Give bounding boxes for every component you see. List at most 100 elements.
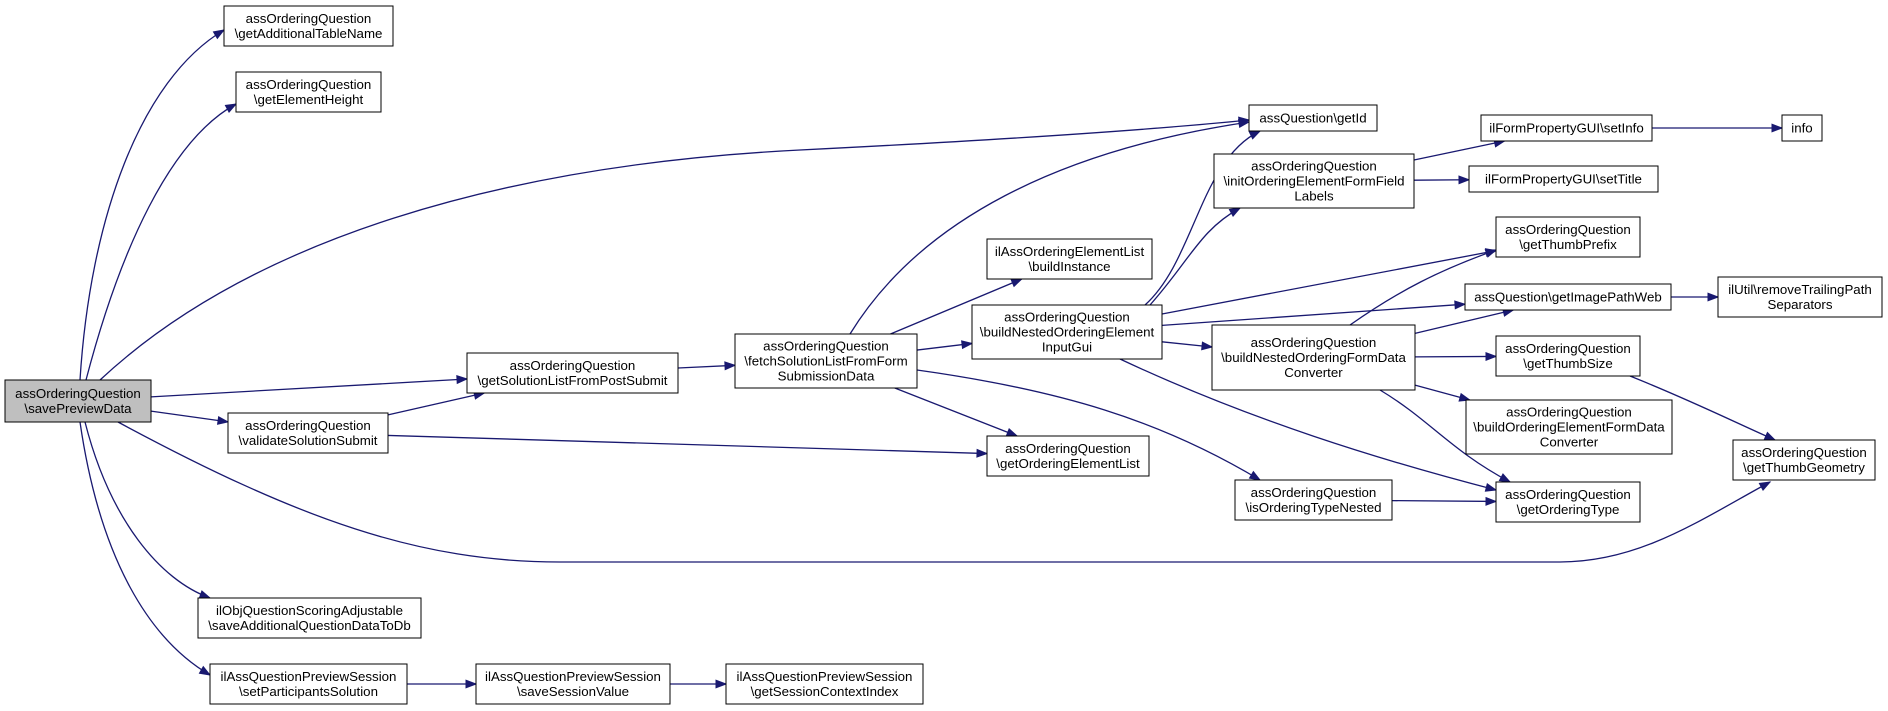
edge-save-preview-data-to-save-additional-question-data-to-db xyxy=(84,421,212,599)
node-label-line: Converter xyxy=(1540,435,1599,450)
node-get-solution-list-from-post-submit[interactable]: assOrderingQuestion\getSolutionListFromP… xyxy=(466,352,679,394)
node-set-participants-solution[interactable]: ilAssQuestionPreviewSession\setParticipa… xyxy=(209,663,408,705)
node-label-line: SubmissionData xyxy=(778,369,875,384)
node-label-line: assOrderingQuestion xyxy=(15,386,141,401)
edge-init-ordering-element-form-field-labels-to-set-title xyxy=(1413,175,1471,185)
edge-validate-solution-submit-to-get-ordering-element-list xyxy=(387,434,989,458)
edge-save-preview-data-to-get-element-height xyxy=(85,103,238,381)
node-get-image-path-web[interactable]: assQuestion\getImagePathWeb xyxy=(1464,283,1672,311)
edge-build-nested-ordering-form-data-converter-to-build-ordering-element-form-data-converter xyxy=(1414,384,1472,402)
edge-fetch-solution-list-from-form-submission-data-to-get-id xyxy=(849,119,1251,335)
node-label-line: InputGui xyxy=(1042,340,1092,355)
node-get-thumb-size[interactable]: assOrderingQuestion\getThumbSize xyxy=(1495,335,1641,377)
node-get-ordering-type[interactable]: assOrderingQuestion\getOrderingType xyxy=(1495,481,1641,523)
node-label-line: ilAssQuestionPreviewSession xyxy=(221,669,397,684)
node-label-line: \saveSessionValue xyxy=(517,684,629,699)
node-label-line: \buildOrderingElementFormData xyxy=(1473,420,1665,435)
node-save-session-value[interactable]: ilAssQuestionPreviewSession\saveSessionV… xyxy=(475,663,671,705)
node-get-element-height[interactable]: assOrderingQuestion\getElementHeight xyxy=(235,71,382,113)
node-label-line: info xyxy=(1791,121,1812,136)
node-label-line: \initOrderingElementFormField xyxy=(1223,174,1404,189)
node-label-line: \isOrderingTypeNested xyxy=(1246,500,1382,515)
node-info[interactable]: info xyxy=(1781,114,1823,142)
node-get-id[interactable]: assQuestion\getId xyxy=(1248,104,1378,132)
node-label-line: \validateSolutionSubmit xyxy=(239,433,378,448)
node-label-line: \getThumbGeometry xyxy=(1743,460,1865,475)
edge-validate-solution-submit-to-get-solution-list-from-post-submit xyxy=(387,390,486,416)
node-label-line: assOrderingQuestion xyxy=(510,358,636,373)
node-init-ordering-element-form-field-labels[interactable]: assOrderingQuestion\initOrderingElementF… xyxy=(1213,153,1415,209)
edge-build-nested-ordering-form-data-converter-to-get-image-path-web xyxy=(1414,308,1515,335)
node-label-line: assOrderingQuestion xyxy=(1505,341,1631,356)
node-label-line: Separators xyxy=(1767,297,1832,312)
node-is-ordering-type-nested[interactable]: assOrderingQuestion\isOrderingTypeNested xyxy=(1234,479,1393,521)
node-label-line: assOrderingQuestion xyxy=(1251,485,1377,500)
node-label-line: assOrderingQuestion xyxy=(763,339,889,354)
node-label-line: assOrderingQuestion xyxy=(1505,487,1631,502)
node-label-line: \getAdditionalTableName xyxy=(235,26,383,41)
node-set-info[interactable]: ilFormPropertyGUI\setInfo xyxy=(1480,114,1653,142)
node-label-line: assQuestion\getId xyxy=(1259,111,1366,126)
edge-get-image-path-web-to-remove-trailing-path-separators xyxy=(1671,292,1720,302)
node-build-ordering-element-form-data-converter[interactable]: assOrderingQuestion\buildOrderingElement… xyxy=(1465,399,1673,455)
edge-build-nested-ordering-element-input-gui-to-build-nested-ordering-form-data-converter xyxy=(1161,341,1214,351)
edge-save-preview-data-to-get-solution-list-from-post-submit xyxy=(150,375,469,398)
node-get-ordering-element-list[interactable]: assOrderingQuestion\getOrderingElementLi… xyxy=(986,435,1150,477)
node-label-line: Converter xyxy=(1284,365,1343,380)
node-label-line: assOrderingQuestion xyxy=(1505,222,1631,237)
edge-fetch-solution-list-from-form-submission-data-to-is-ordering-type-nested xyxy=(916,369,1262,481)
node-label-line: \saveAdditionalQuestionDataToDb xyxy=(208,618,411,633)
node-label-line: assOrderingQuestion xyxy=(1506,405,1632,420)
node-label-line: \getOrderingType xyxy=(1517,502,1620,517)
edge-is-ordering-type-nested-to-get-ordering-type xyxy=(1391,496,1498,506)
node-label-line: Labels xyxy=(1294,189,1334,204)
edge-build-nested-ordering-form-data-converter-to-get-thumb-size xyxy=(1414,351,1498,362)
node-save-preview-data[interactable]: assOrderingQuestion\savePreviewData xyxy=(4,379,152,423)
node-build-nested-ordering-element-input-gui[interactable]: assOrderingQuestion\buildNestedOrderingE… xyxy=(971,304,1163,360)
node-label-line: \fetchSolutionListFromForm xyxy=(744,354,907,369)
node-label-line: ilFormPropertyGUI\setTitle xyxy=(1485,172,1642,187)
node-build-instance[interactable]: ilAssOrderingElementList\buildInstance xyxy=(986,238,1153,280)
node-get-thumb-geometry[interactable]: assOrderingQuestion\getThumbGeometry xyxy=(1732,439,1876,481)
edge-save-preview-data-to-get-additional-table-name xyxy=(79,29,226,381)
edge-fetch-solution-list-from-form-submission-data-to-build-nested-ordering-element-input-gui xyxy=(916,340,974,351)
node-label-line: ilFormPropertyGUI\setInfo xyxy=(1489,121,1643,136)
node-get-session-context-index[interactable]: ilAssQuestionPreviewSession\getSessionCo… xyxy=(725,663,924,705)
edge-save-session-value-to-get-session-context-index xyxy=(670,679,728,689)
node-label-line: assOrderingQuestion xyxy=(246,11,372,26)
node-label-line: \setParticipantsSolution xyxy=(239,684,378,699)
node-label-line: assOrderingQuestion xyxy=(1005,441,1131,456)
edge-save-preview-data-to-get-thumb-geometry xyxy=(117,421,1772,563)
node-label-line: assOrderingQuestion xyxy=(1741,445,1867,460)
node-label-line: \getThumbPrefix xyxy=(1519,237,1617,252)
node-set-title[interactable]: ilFormPropertyGUI\setTitle xyxy=(1468,165,1659,193)
node-label-line: ilAssQuestionPreviewSession xyxy=(485,669,661,684)
node-build-nested-ordering-form-data-converter[interactable]: assOrderingQuestion\buildNestedOrderingF… xyxy=(1211,324,1416,391)
node-label-line: \buildNestedOrderingElement xyxy=(980,325,1155,340)
node-save-additional-question-data-to-db[interactable]: ilObjQuestionScoringAdjustable\saveAddit… xyxy=(197,597,422,639)
node-label-line: ilAssOrderingElementList xyxy=(995,244,1145,259)
edge-build-nested-ordering-form-data-converter-to-get-thumb-prefix xyxy=(1349,249,1498,326)
edge-set-info-to-info xyxy=(1652,123,1784,133)
node-label-line: \getThumbSize xyxy=(1523,356,1612,371)
node-label-line: \getElementHeight xyxy=(254,92,364,107)
edge-get-solution-list-from-post-submit-to-fetch-solution-list-from-form-submission-data xyxy=(677,361,737,371)
edge-set-participants-solution-to-save-session-value xyxy=(407,679,478,689)
node-label-line: assOrderingQuestion xyxy=(246,77,372,92)
node-label-line: ilUtil\removeTrailingPath xyxy=(1728,282,1872,297)
edge-init-ordering-element-form-field-labels-to-set-info xyxy=(1413,138,1506,161)
node-label-line: assOrderingQuestion xyxy=(1251,335,1377,350)
node-fetch-solution-list-from-form-submission-data[interactable]: assOrderingQuestion\fetchSolutionListFro… xyxy=(734,333,918,389)
node-get-thumb-prefix[interactable]: assOrderingQuestion\getThumbPrefix xyxy=(1495,216,1641,258)
node-label-line: \getSessionContextIndex xyxy=(751,684,899,699)
node-label-line: ilObjQuestionScoringAdjustable xyxy=(216,603,403,618)
node-label-line: assQuestion\getImagePathWeb xyxy=(1474,290,1662,305)
edge-save-preview-data-to-set-participants-solution xyxy=(79,421,212,676)
node-label-line: assOrderingQuestion xyxy=(245,418,371,433)
node-label-line: \buildNestedOrderingFormData xyxy=(1221,350,1406,365)
node-validate-solution-submit[interactable]: assOrderingQuestion\validateSolutionSubm… xyxy=(227,412,389,454)
node-get-additional-table-name[interactable]: assOrderingQuestion\getAdditionalTableNa… xyxy=(223,5,394,47)
node-label-line: ilAssQuestionPreviewSession xyxy=(737,669,913,684)
